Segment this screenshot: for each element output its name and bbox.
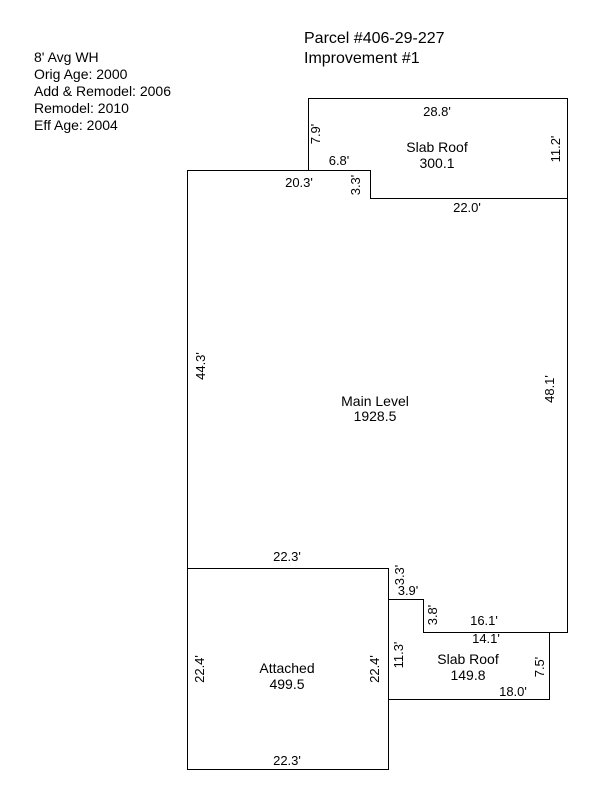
improvement-number: Improvement #1 [304,50,420,67]
sketch-header: Parcel #406-29-227 Improvement #1 [304,29,445,69]
dimension-label: 3.3' [392,565,407,586]
slab-roof-top-name: Slab Roof [406,139,468,155]
add-remodel-note: Add & Remodel: 2006 [34,83,171,99]
dimension-label: 22.0' [453,200,481,215]
attached-outline [187,568,389,770]
dimension-label: 22.3' [273,549,301,564]
slab-roof-bottom-outline [388,632,550,700]
dimension-label: 6.8' [329,153,350,168]
wall-height-note: 8' Avg WH [34,49,99,65]
dimension-label: 22.3' [273,753,301,768]
orig-age-note: Orig Age: 2000 [34,66,128,82]
dimension-label: 3.3' [348,175,363,196]
dimension-label: 7.5' [532,657,547,678]
slab-roof-bottom-name: Slab Roof [437,651,499,667]
dimension-label: 18.0' [499,684,527,699]
property-notes: 8' Avg WH Orig Age: 2000 Add & Remodel: … [34,49,171,134]
dimension-label: 11.2' [548,136,563,163]
dimension-label: 22.4' [192,655,207,683]
dimension-label: 22.4' [367,655,382,683]
dimension-label: 48.1' [542,375,557,403]
dimension-label: 28.8' [423,104,451,119]
main-level-name: Main Level [341,393,409,409]
dimension-label: 11.3' [391,642,406,669]
main-level-area: 1928.5 [354,408,397,424]
eff-age-note: Eff Age: 2004 [34,117,118,133]
slab-roof-bottom-area: 149.8 [450,667,485,683]
slab-roof-top-area: 300.1 [419,155,454,171]
dimension-label: 3.9' [398,583,419,598]
dimension-label: 44.3' [193,352,208,380]
parcel-number: Parcel #406-29-227 [304,30,445,47]
dimension-label: 14.1' [472,631,500,646]
dimension-label: 7.9' [308,124,323,145]
attached-name: Attached [259,660,314,676]
dimension-label: 20.3' [285,175,313,190]
dimension-label: 16.1' [470,613,498,628]
remodel-note: Remodel: 2010 [34,100,129,116]
dimension-label: 3.8' [425,605,440,626]
attached-area: 499.5 [269,676,304,692]
